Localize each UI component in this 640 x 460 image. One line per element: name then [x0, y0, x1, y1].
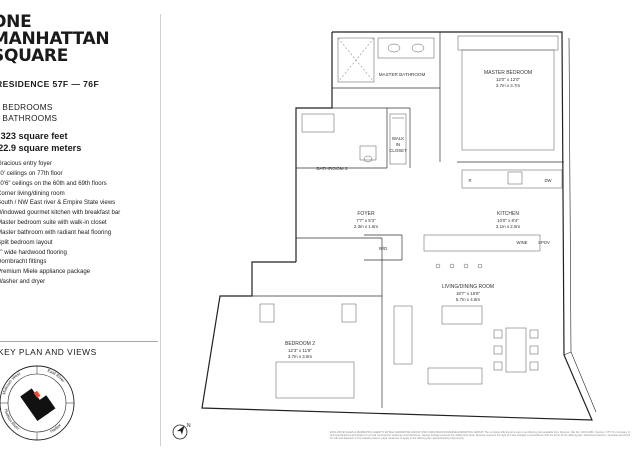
disclaimer-line: EXCLUSIVE SALES & MARKETING AGENTS: EXTE… [330, 431, 630, 434]
closet-label: WALK [392, 136, 404, 141]
fridge-label: R [468, 178, 471, 183]
living-dining-label: LIVING/DINING ROOM [442, 284, 494, 290]
master-bathroom-label: MASTER BATHROOM [379, 72, 426, 77]
north-arrow-icon: N [172, 423, 191, 440]
key-plan-ticks [0, 366, 74, 440]
disclaimer-line: and specifications and subject to normal… [330, 434, 630, 438]
fixtures [259, 35, 563, 399]
feature-item: Dornbracht fittings [0, 258, 47, 266]
closet-label: IN [396, 142, 400, 147]
living-dining-imperial: 18'7" x 15'8" [456, 291, 481, 296]
legal-disclaimer: EXCLUSIVE SALES & MARKETING AGENTS: EXTE… [330, 431, 630, 440]
area-square-meters: 122.9 square meters [0, 143, 82, 153]
brand-logo: ONE MANHATTAN SQUARE [0, 14, 162, 65]
key-plan-heading: KEY PLAN AND VIEWS [0, 341, 158, 357]
bedroom-2-label: BEDROOM 2 [285, 341, 315, 347]
kitchen-imperial: 10'0" x 8'4" [497, 218, 519, 223]
master-bedroom-metric: 3.7m x 3.7m [496, 83, 520, 88]
master-bedroom-label: MASTER BEDROOM [484, 70, 532, 76]
key-plan-building [20, 388, 56, 422]
foyer-metric: 2.3m x 1.6m [354, 224, 378, 229]
residence-title: RESIDENCE 57F — 76F [0, 79, 100, 89]
panel-divider [160, 14, 161, 446]
key-plan-label: Midtown West [1, 370, 22, 395]
interior-walls [252, 32, 564, 408]
closet-label: CLOSET [389, 148, 407, 153]
foyer-imperial: 7'7" x 5'3" [356, 218, 376, 223]
unit-area: 1,323 square feet 122.9 square meters [0, 130, 81, 154]
feature-item: Windowed gourmet kitchen with breakfast … [0, 209, 121, 217]
wine-label: WINE [517, 240, 528, 245]
room-labels: MASTER BATHROOM MASTER BEDROOM 12'0" x 1… [285, 70, 552, 359]
feature-item: Gracious entry foyer [0, 160, 52, 167]
feature-item: Premium Miele appliance package [0, 268, 91, 276]
kitchen-metric: 3.1m x 2.5m [496, 224, 520, 229]
key-plan-label: Hudson River [4, 408, 21, 431]
master-bedroom-imperial: 12'0" x 12'0" [496, 77, 521, 82]
feature-item: South / NW East river & Empire State vie… [0, 199, 116, 207]
brand-line-1: ONE [0, 12, 32, 32]
bathroom-count: 2 BATHROOMS [0, 114, 58, 123]
bedroom-count: 2 BEDROOMS [0, 103, 53, 112]
exterior-walls [201, 31, 597, 421]
disclaimer-line: for info and depiction in the website pr… [330, 437, 465, 441]
kitchen-label: KITCHEN [497, 211, 519, 217]
dishwasher-label: DW [545, 178, 552, 183]
washer-dryer-label: W/D [379, 246, 388, 251]
key-plan-label: Harbor [49, 422, 62, 434]
foyer-label: FOYER [357, 211, 375, 217]
svg-text:Hudson River: Hudson River [4, 408, 21, 431]
bedroom-2-imperial: 12'3" x 11'8" [288, 348, 312, 353]
feature-item: Washer and dryer [0, 278, 46, 286]
feature-item: 7" wide hardwood flooring [0, 248, 67, 256]
bedroom-2-metric: 3.7m x 3.6m [288, 354, 312, 359]
feature-item: Split bedroom layout [0, 238, 53, 246]
bathroom-2-label: BATHROOM 2 [316, 166, 348, 172]
feature-item: Corner living/dining room [0, 189, 65, 197]
feature-item: 10'6" ceilings on the 60th and 69th floo… [0, 179, 107, 187]
area-square-feet: 1,323 square feet [0, 131, 68, 141]
feature-item: Master bedroom suite with walk-in closet [0, 219, 107, 227]
brand-line-2: MANHATTAN [0, 29, 110, 49]
key-plan-map: Midtown West East River Hudson River Har… [0, 365, 75, 441]
north-label: N [187, 423, 191, 429]
feature-item: Master bathroom with radiant heat floori… [0, 228, 112, 236]
room-count: 2 BEDROOMS 2 BATHROOMS [0, 102, 57, 124]
feature-list: Gracious entry foyer 10' ceilings on 77t… [0, 159, 120, 287]
svg-text:Harbor: Harbor [49, 422, 62, 434]
spov-label: SPOV [538, 240, 550, 245]
floor-plan: MASTER BATHROOM MASTER BEDROOM 12'0" x 1… [201, 31, 597, 421]
living-dining-metric: 5.7m x 4.8m [456, 297, 480, 302]
svg-text:Midtown West: Midtown West [1, 370, 22, 395]
brand-line-3: SQUARE [0, 46, 69, 66]
feature-item: 10' ceilings on 77th floor [0, 169, 63, 177]
